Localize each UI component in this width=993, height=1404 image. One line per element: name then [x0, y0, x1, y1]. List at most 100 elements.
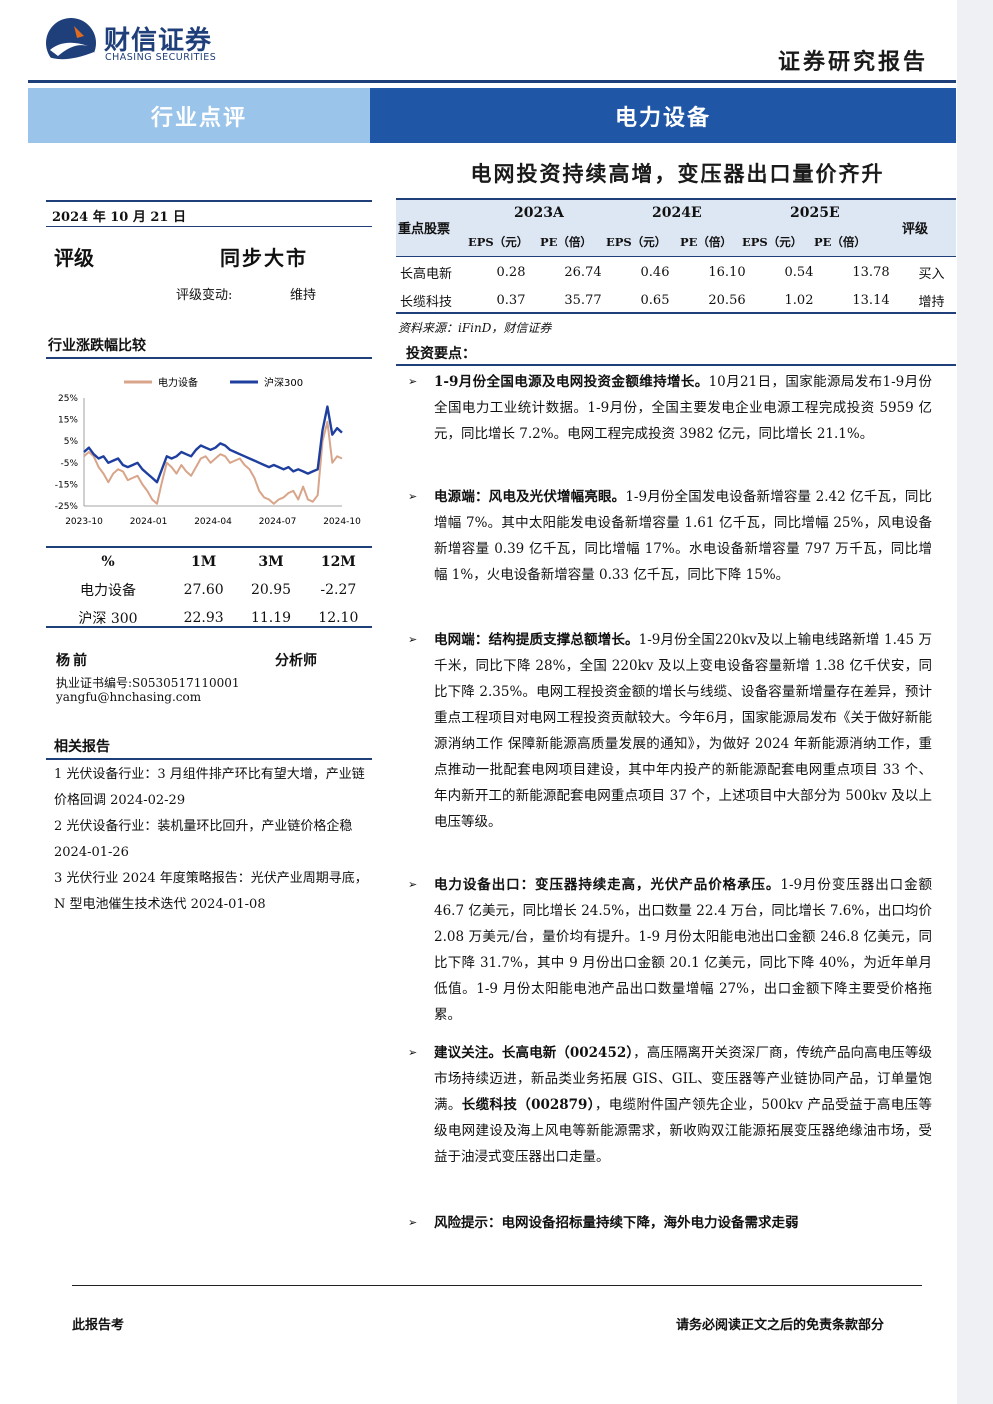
key-point: ➢ 电网端：结构提质支撑总额增长。1-9月份全国220kv及以上输电线路新增 1…: [408, 627, 932, 835]
key-point-body: 10月21日，国家能源局发布1-9月份全国电力工业统计数据。1-9月份，全国主要…: [434, 374, 932, 442]
stock-cell: 0.65: [640, 292, 670, 308]
logo-name-en: CHASING SECURITIES: [105, 52, 217, 63]
related-report-item[interactable]: 2 光伏设备行业：装机量环比回升，产业链价格企稳 2024-01-26: [54, 819, 353, 860]
key-point-body: 1-9月份变压器出口金额 46.7 亿美元，同比增长 24.5%，出口数量 22…: [434, 877, 933, 1023]
y-tick-label: 5%: [64, 437, 79, 447]
key-point-heading: 建议关注。长高电新（002452）: [434, 1045, 634, 1061]
key-point-body: ，高压隔离开关资深厂商，传统产品向高电压等级市场持续迈进，新品类业务拓展 GIS…: [434, 1045, 932, 1113]
arrow-bullet-icon: ➢: [408, 878, 418, 891]
chart-section-title: 行业涨跌幅比较: [48, 338, 146, 354]
stock-cell: 0.28: [496, 264, 526, 280]
sub-header-cell: EPS（元）: [606, 235, 667, 249]
stock-cell: 26.74: [564, 264, 602, 280]
key-point-heading-2: 长缆科技（002879）: [461, 1097, 595, 1113]
stock-row: 长高电新 0.28 26.74 0.46 16.10 0.54 13.78 买入: [396, 258, 956, 286]
stock-cell: 0.37: [496, 292, 526, 308]
y-tick-label: 25%: [58, 394, 78, 404]
stock-table-header-bg: [396, 200, 956, 256]
key-point: ➢ 建议关注。长高电新（002452），高压隔离开关资深厂商，传统产品向高电压等…: [408, 1040, 932, 1170]
stock-table-rule-bottom: [396, 312, 956, 314]
perf-header-row: % 1M 3M 12M: [46, 548, 372, 576]
perf-table-rule-bottom: [46, 626, 372, 628]
header-rule: [28, 80, 956, 83]
stock-table-rule-mid: [396, 256, 956, 257]
key-stock-table: 长高电新 0.28 26.74 0.46 16.10 0.54 13.78 买入…: [396, 258, 956, 314]
analyst-cert: 执业证书编号:S0530517110001: [56, 676, 240, 690]
x-tick-label: 2023-10: [65, 517, 103, 527]
chart-title-rule: [46, 357, 372, 359]
y-tick-label: 15%: [58, 416, 78, 426]
key-point: ➢ 电源端：风电及光伏增幅亮眼。1-9月份全国发电设备新增容量 2.42 亿千瓦…: [408, 484, 932, 588]
rating-label: 评级: [54, 246, 94, 270]
logo-name-cn: 财信证券: [104, 26, 213, 56]
arrow-bullet-icon: ➢: [408, 1046, 418, 1059]
stock-rating: 买入: [918, 266, 945, 282]
stock-cell: 0.54: [784, 264, 814, 280]
key-points-title: 投资要点：: [406, 346, 476, 362]
page-edge-strip: [957, 0, 993, 1404]
rating-change-value: 维持: [290, 288, 317, 303]
perf-cell: 27.60: [183, 582, 224, 598]
series-line-1: [83, 420, 343, 505]
table-source: 资料来源：iFinD，财信证券: [398, 321, 552, 335]
year-header-2024: 2024E: [652, 205, 702, 221]
report-date: 2024 年 10 月 21 日: [52, 210, 186, 225]
perf-row: 电力设备 27.60 20.95 -2.27: [46, 576, 372, 604]
key-point-body: 1-9月份全国220kv及以上输电线路新增 1.45 万千米，同比下降 28%，…: [434, 632, 932, 830]
analyst-role: 分析师: [275, 653, 317, 669]
arrow-bullet-icon: ➢: [408, 1216, 418, 1229]
performance-table: % 1M 3M 12M 电力设备 27.60 20.95 -2.27 沪深 30…: [46, 548, 372, 632]
perf-header-cell: 12M: [320, 554, 356, 570]
perf-cell: 沪深 300: [78, 611, 138, 627]
stock-cell: 13.14: [852, 292, 890, 308]
rating-value: 同步大市: [220, 246, 308, 270]
stock-name: 长高电新: [400, 266, 453, 282]
category-bar-right: 电力设备: [370, 88, 956, 143]
analyst-name: 杨前: [56, 653, 90, 669]
category-bar-left: 行业点评: [28, 88, 370, 143]
perf-cell: 12.10: [318, 610, 359, 626]
related-reports-title: 相关报告: [54, 739, 110, 755]
stock-col-header: 重点股票: [398, 222, 451, 237]
year-header-2023: 2023A: [514, 205, 564, 221]
x-tick-label: 2024-01: [130, 517, 168, 527]
perf-header-cell: 1M: [191, 554, 217, 570]
footer-disclaimer-link[interactable]: 请务必阅读正文之后的免责条款部分: [676, 1318, 885, 1333]
related-report-item[interactable]: 3 光伏行业 2024 年度策略报告：光伏产业周期寻底，N 型电池催生技术迭代 …: [54, 871, 368, 912]
stock-cell: 16.10: [708, 264, 746, 280]
key-point-body-2: ，电缆附件国产领先企业，500kv 产品受益于高电压等级电网建设及海上风电等新能…: [434, 1097, 932, 1165]
stock-cell: 20.56: [708, 292, 746, 308]
perf-header-cell: %: [101, 554, 115, 570]
sub-header-cell: EPS（元）: [468, 235, 529, 249]
perf-cell: 11.19: [250, 610, 292, 626]
stock-row: 长缆科技 0.37 35.77 0.65 20.56 1.02 13.14 增持: [396, 286, 956, 314]
stock-cell: 1.02: [784, 292, 814, 308]
perf-cell: -2.27: [320, 582, 357, 598]
chasing-logo-icon: [44, 16, 98, 70]
stock-rating: 增持: [918, 294, 945, 310]
arrow-bullet-icon: ➢: [408, 490, 418, 503]
analyst-email[interactable]: yangfu@hnchasing.com: [56, 690, 202, 704]
key-point-heading: 电网端：结构提质支撑总额增长。: [434, 632, 639, 648]
key-point: ➢ 风险提示：电网设备招标量持续下降，海外电力设备需求走弱: [408, 1210, 932, 1236]
key-point-heading: 电源端：风电及光伏增幅亮眼。: [434, 489, 626, 505]
date-rule-top: [46, 200, 372, 202]
doc-type-title: 证券研究报告: [778, 49, 929, 75]
key-point-heading: 电力设备出口：变压器持续走高，光伏产品价格承压。: [434, 877, 781, 893]
rating-col-header: 评级: [902, 222, 929, 237]
headline: 电网投资持续高增，变压器出口量价齐升: [470, 161, 885, 186]
arrow-bullet-icon: ➢: [408, 375, 418, 388]
rating-change-label: 评级变动:: [176, 288, 233, 303]
arrow-bullet-icon: ➢: [408, 633, 418, 646]
perf-row: 沪深 300 22.93 11.19 12.10: [46, 604, 372, 632]
year-header-2025: 2025E: [790, 205, 840, 221]
legend-label-series-2: 沪深300: [264, 376, 303, 389]
perf-cell: 20.95: [250, 582, 292, 598]
perf-cell: 22.93: [183, 610, 224, 626]
x-tick-label: 2024-07: [259, 517, 297, 527]
related-report-item[interactable]: 1 光伏设备行业：3 月组件排产环比有望大增，产业链价格回调 2024-02-2…: [54, 767, 365, 808]
y-tick-label: -15%: [55, 480, 79, 490]
y-tick-label: -5%: [60, 459, 78, 469]
